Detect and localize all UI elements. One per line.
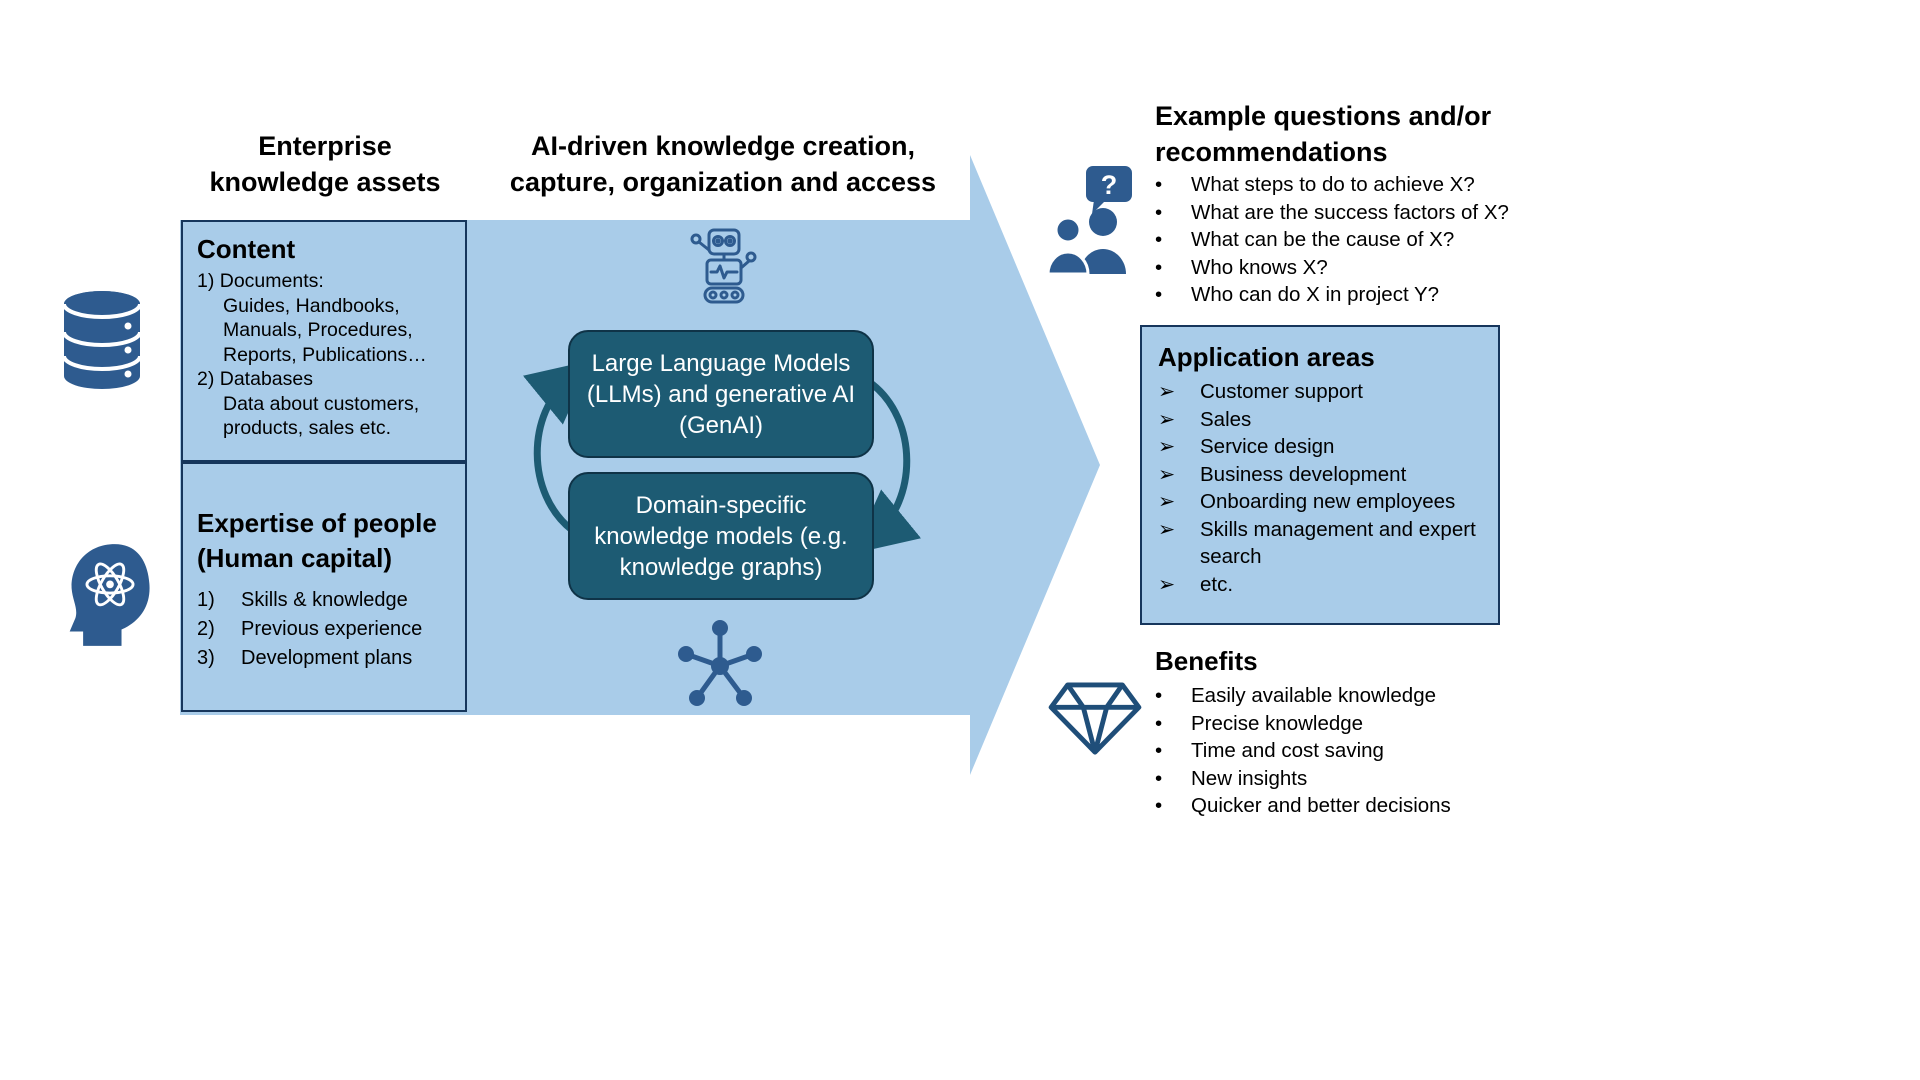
bullet: • <box>1155 283 1163 306</box>
llm-box: Large Language Models (LLMs) and generat… <box>568 330 874 458</box>
bullet: • <box>1155 173 1163 196</box>
bullet: • <box>1155 255 1163 279</box>
item-number: 1) <box>197 589 215 611</box>
content-box-title: Content <box>197 234 296 264</box>
svg-text:?: ? <box>1101 170 1118 200</box>
list-item: ➢ Business development <box>1158 461 1482 489</box>
domain-box-label: Domain-specific knowledge models (e.g. k… <box>594 491 848 581</box>
title-line: recommendations <box>1155 137 1388 167</box>
example-questions-title: Example questions and/or recommendations <box>1155 98 1585 170</box>
arrow-bullet: ➢ <box>1158 572 1176 596</box>
example-questions-list: • What steps to do to achieve X? • What ar… <box>1155 171 1595 309</box>
bullet: • <box>1155 711 1163 735</box>
header-enterprise-assets: Enterprise knowledge assets <box>170 128 480 200</box>
bullet: • <box>1155 228 1163 251</box>
header-line: AI-driven knowledge creation, <box>530 131 916 161</box>
item-text: Who knows X? <box>1191 255 1328 279</box>
arrow-bullet: ➢ <box>1158 462 1176 486</box>
robot-icon <box>684 224 762 310</box>
application-areas-box: Application areas ➢ Customer support ➢ Sal… <box>1140 325 1500 625</box>
bullet: • <box>1155 739 1163 762</box>
item-text: Skills management and expert search <box>1200 517 1476 569</box>
question-people-icon: ? <box>1046 166 1134 280</box>
expertise-item: 2) Previous experience <box>197 615 451 644</box>
list-item: • Who can do X in project Y? <box>1155 281 1595 309</box>
bullet: • <box>1155 794 1163 817</box>
list-item: • Quicker and better decisions <box>1155 792 1595 820</box>
benefits-title: Benefits <box>1155 646 1258 676</box>
expertise-item: 1) Skills & knowledge <box>197 586 451 615</box>
application-areas-title: Application areas <box>1158 342 1375 372</box>
list-item: • What are the success factors of X? <box>1155 199 1595 227</box>
content-box: Content 1) Documents: Guides, Handbooks,… <box>181 220 467 462</box>
domain-knowledge-box: Domain-specific knowledge models (e.g. k… <box>568 472 874 600</box>
expertise-box: Expertise of people (Human capital) 1) S… <box>181 462 467 712</box>
arrow-bullet: ➢ <box>1158 435 1176 458</box>
list-item: • Precise knowledge <box>1155 710 1595 738</box>
list-item: ➢ Customer support <box>1158 378 1482 406</box>
arrow-bullet: ➢ <box>1158 517 1176 541</box>
list-item: • New insights <box>1155 765 1595 793</box>
item-text: Service design <box>1200 435 1335 458</box>
item-text: Time and cost saving <box>1191 739 1384 762</box>
list-item: ➢ Service design <box>1158 433 1482 461</box>
expertise-item: 3) Development plans <box>197 644 451 673</box>
cycle-arrows-icon <box>520 322 924 612</box>
item-text: Quicker and better decisions <box>1191 794 1451 817</box>
list-item: ➢ Skills management and expert search <box>1158 516 1482 571</box>
item-text: Business development <box>1200 462 1407 486</box>
list-item: ➢ Onboarding new employees <box>1158 488 1482 516</box>
item-text: Customer support <box>1200 380 1363 403</box>
content-line: Guides, Handbooks, <box>223 294 400 317</box>
list-item: • What steps to do to achieve X? <box>1155 171 1595 199</box>
item-text: Onboarding new employees <box>1200 490 1456 513</box>
list-item: • Easily available knowledge <box>1155 682 1595 710</box>
arrow-bullet: ➢ <box>1158 380 1176 403</box>
item-text: What steps to do to achieve X? <box>1191 173 1475 196</box>
item-text: Who can do X in project Y? <box>1191 283 1440 306</box>
title-line: Example questions and/or <box>1155 101 1492 131</box>
expertise-box-title: (Human capital) <box>197 543 393 573</box>
content-line: products, sales etc. <box>223 417 391 439</box>
item-text: Easily available knowledge <box>1191 684 1437 707</box>
list-item: • Who knows X? <box>1155 254 1595 282</box>
database-icon <box>60 288 144 392</box>
bullet: • <box>1155 684 1163 707</box>
item-text: New insights <box>1191 766 1308 790</box>
list-item: ➢ etc. <box>1158 571 1482 599</box>
arrow-bullet: ➢ <box>1158 407 1176 431</box>
item-text: Development plans <box>241 647 413 669</box>
application-areas-list: ➢ Customer support ➢ Sales ➢ Service design… <box>1158 378 1482 598</box>
content-line: Manuals, Procedures, <box>223 319 413 341</box>
benefits-list: • Easily available knowledge • Precise kno… <box>1155 682 1595 820</box>
header-line: knowledge assets <box>209 167 441 197</box>
llm-box-label: Large Language Models (LLMs) and generat… <box>586 349 856 439</box>
header-line: capture, organization and access <box>509 167 937 197</box>
knowledge-graph-icon <box>674 616 766 712</box>
item-number: 3) <box>197 647 215 669</box>
header-line: Enterprise <box>258 131 392 161</box>
arrow-bullet: ➢ <box>1158 490 1176 513</box>
item-number: 2) <box>197 618 215 640</box>
item-text: Previous experience <box>241 618 423 640</box>
item-text: Skills & knowledge <box>241 589 408 611</box>
content-line: 1) Documents: <box>197 270 324 292</box>
human-capital-icon <box>62 538 158 650</box>
list-item: • Time and cost saving <box>1155 737 1595 765</box>
content-line: Data about customers, <box>223 392 420 415</box>
item-text: etc. <box>1200 572 1234 596</box>
expertise-box-title: Expertise of people <box>197 508 437 538</box>
header-ai-driven: AI-driven knowledge creation, capture, o… <box>480 128 966 200</box>
item-text: Sales <box>1200 407 1252 431</box>
content-line: Reports, Publications… <box>223 343 427 366</box>
list-item: • What can be the cause of X? <box>1155 226 1595 254</box>
item-text: What are the success factors of X? <box>1191 200 1509 224</box>
diamond-icon <box>1046 680 1144 758</box>
item-text: Precise knowledge <box>1191 711 1364 735</box>
bullet: • <box>1155 766 1163 790</box>
content-line: 2) Databases <box>197 368 313 390</box>
list-item: ➢ Sales <box>1158 406 1482 434</box>
bullet: • <box>1155 200 1163 224</box>
item-text: What can be the cause of X? <box>1191 228 1455 251</box>
